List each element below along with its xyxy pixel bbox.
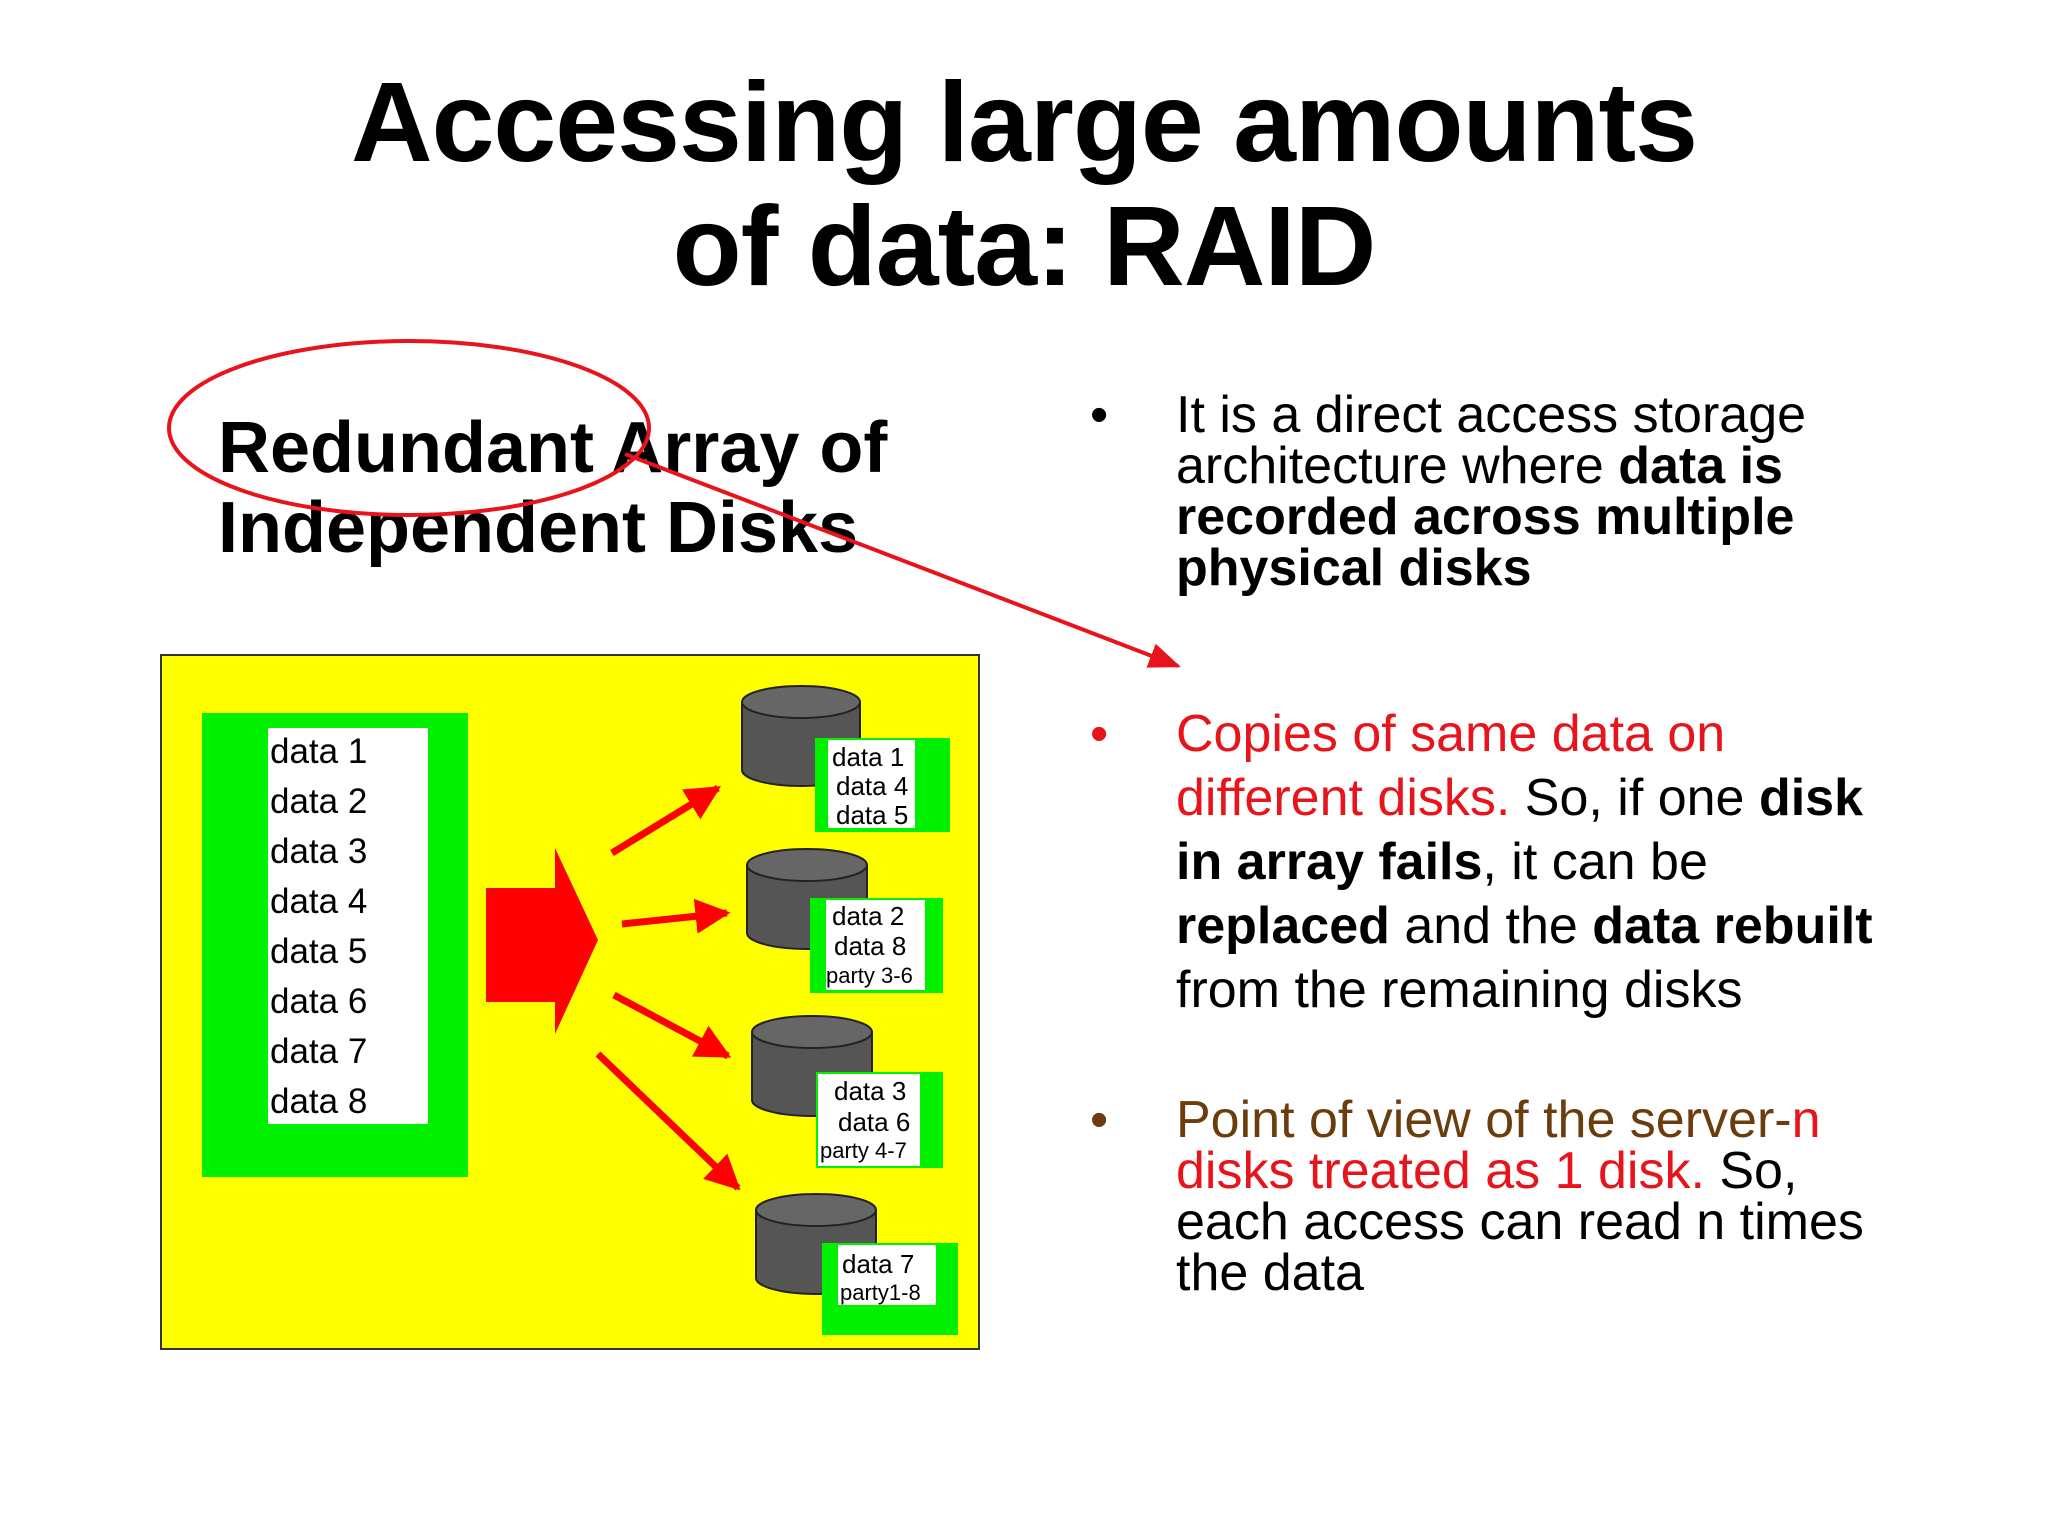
bullet-line: from the remaining disks	[1176, 961, 1743, 1019]
text-run: So,	[1704, 1142, 1798, 1200]
bullet-line: Copies of same data on	[1176, 705, 1726, 763]
disk-label: data 2	[832, 901, 904, 931]
source-item: data 8	[270, 1082, 367, 1121]
source-list	[268, 728, 428, 1124]
text-run: disks treated as 1 disk.	[1176, 1142, 1705, 1200]
disk-1: data 1 data 4 data 5	[741, 685, 950, 832]
bullet-text: Point of view of the server-n disks trea…	[1176, 1094, 2046, 1302]
text-run-bold: replaced	[1176, 897, 1390, 955]
disk-3: data 3 data 6 party 4-7	[751, 1015, 943, 1168]
disk-2: data 2 data 8 party 3-6	[746, 848, 943, 993]
arrow-icon	[595, 1051, 741, 1191]
text-run: , it can be	[1482, 833, 1708, 891]
disk-label: data 5	[836, 800, 908, 830]
arrow-icon	[621, 898, 731, 934]
title-line-2: of data: RAID	[672, 183, 1377, 309]
bullet-line: Point of view of the server-n	[1176, 1094, 2046, 1146]
bullet-line: recorded across multiple	[1176, 488, 1795, 546]
text-run: Point of view of the server-	[1176, 1091, 1792, 1149]
source-item: data 7	[270, 1032, 367, 1071]
source-item: data 1	[270, 732, 367, 771]
highlight-ellipse	[167, 339, 651, 517]
bullet-line: each access can read n times	[1176, 1193, 1864, 1251]
disk-4: data 7 party1-8	[755, 1193, 958, 1335]
bullet-text: Copies of same data on different disks. …	[1176, 702, 2046, 1022]
bullet-line: physical disks	[1176, 539, 1532, 597]
disk-label: data 3	[834, 1076, 906, 1106]
distribution-arrows	[595, 785, 741, 1191]
bullet-line: It is a direct access storage	[1176, 386, 1807, 444]
source-item: data 4	[270, 882, 367, 921]
text-run: and the	[1389, 897, 1593, 955]
source-item: data 6	[270, 982, 367, 1021]
disk-label: party 4-7	[820, 1138, 907, 1163]
bullet-line: replaced and the data rebuilt	[1176, 894, 2046, 958]
title-line-1: Accessing large amounts	[350, 59, 1698, 185]
source-item: data 2	[270, 782, 367, 821]
source-items: data 1 data 2 data 3 data 4 data 5 data …	[270, 732, 367, 1121]
disk-label: data 1	[832, 742, 904, 772]
text-run: So, if one	[1510, 769, 1759, 827]
disk-label: data 6	[838, 1107, 910, 1137]
annotation-arrow-icon	[624, 452, 1181, 668]
source-item: data 3	[270, 832, 367, 871]
disk-label: party 3-6	[826, 963, 913, 988]
bullet-line: architecture where data is	[1176, 440, 2046, 492]
bullet-line: in array fails, it can be	[1176, 830, 2046, 894]
text-run: n	[1791, 1091, 1821, 1149]
text-run-bold: in array fails	[1176, 833, 1483, 891]
text-run-bold: data rebuilt	[1592, 897, 1873, 955]
bullet-text: It is a direct access storage architectu…	[1176, 386, 2046, 597]
text-run-bold: data is	[1618, 437, 1783, 495]
disk-label: data 4	[836, 771, 908, 801]
bullet-line: disks treated as 1 disk. So,	[1176, 1145, 2046, 1197]
source-item: data 5	[270, 932, 367, 971]
bullet-marker: •	[1090, 1091, 1109, 1149]
slide-title: Accessing large amounts of data: RAID	[0, 60, 2048, 308]
arrow-icon	[610, 785, 721, 856]
text-run: architecture where	[1176, 437, 1619, 495]
disk-label: data 7	[842, 1249, 914, 1279]
bullet-line: different disks. So, if one disk	[1176, 766, 2046, 830]
text-run: different disks.	[1176, 769, 1511, 827]
big-arrow-icon	[486, 848, 598, 1034]
bullet-marker: •	[1090, 386, 1109, 444]
disk-label: party1-8	[840, 1280, 921, 1305]
text-run-bold: disk	[1758, 769, 1863, 827]
disk-label: data 8	[834, 931, 906, 961]
arrow-icon	[612, 991, 732, 1060]
bullet-line: the data	[1176, 1244, 1364, 1302]
bullet-marker: •	[1090, 705, 1109, 763]
subtitle-line-1: Redundant Array of	[218, 408, 888, 488]
